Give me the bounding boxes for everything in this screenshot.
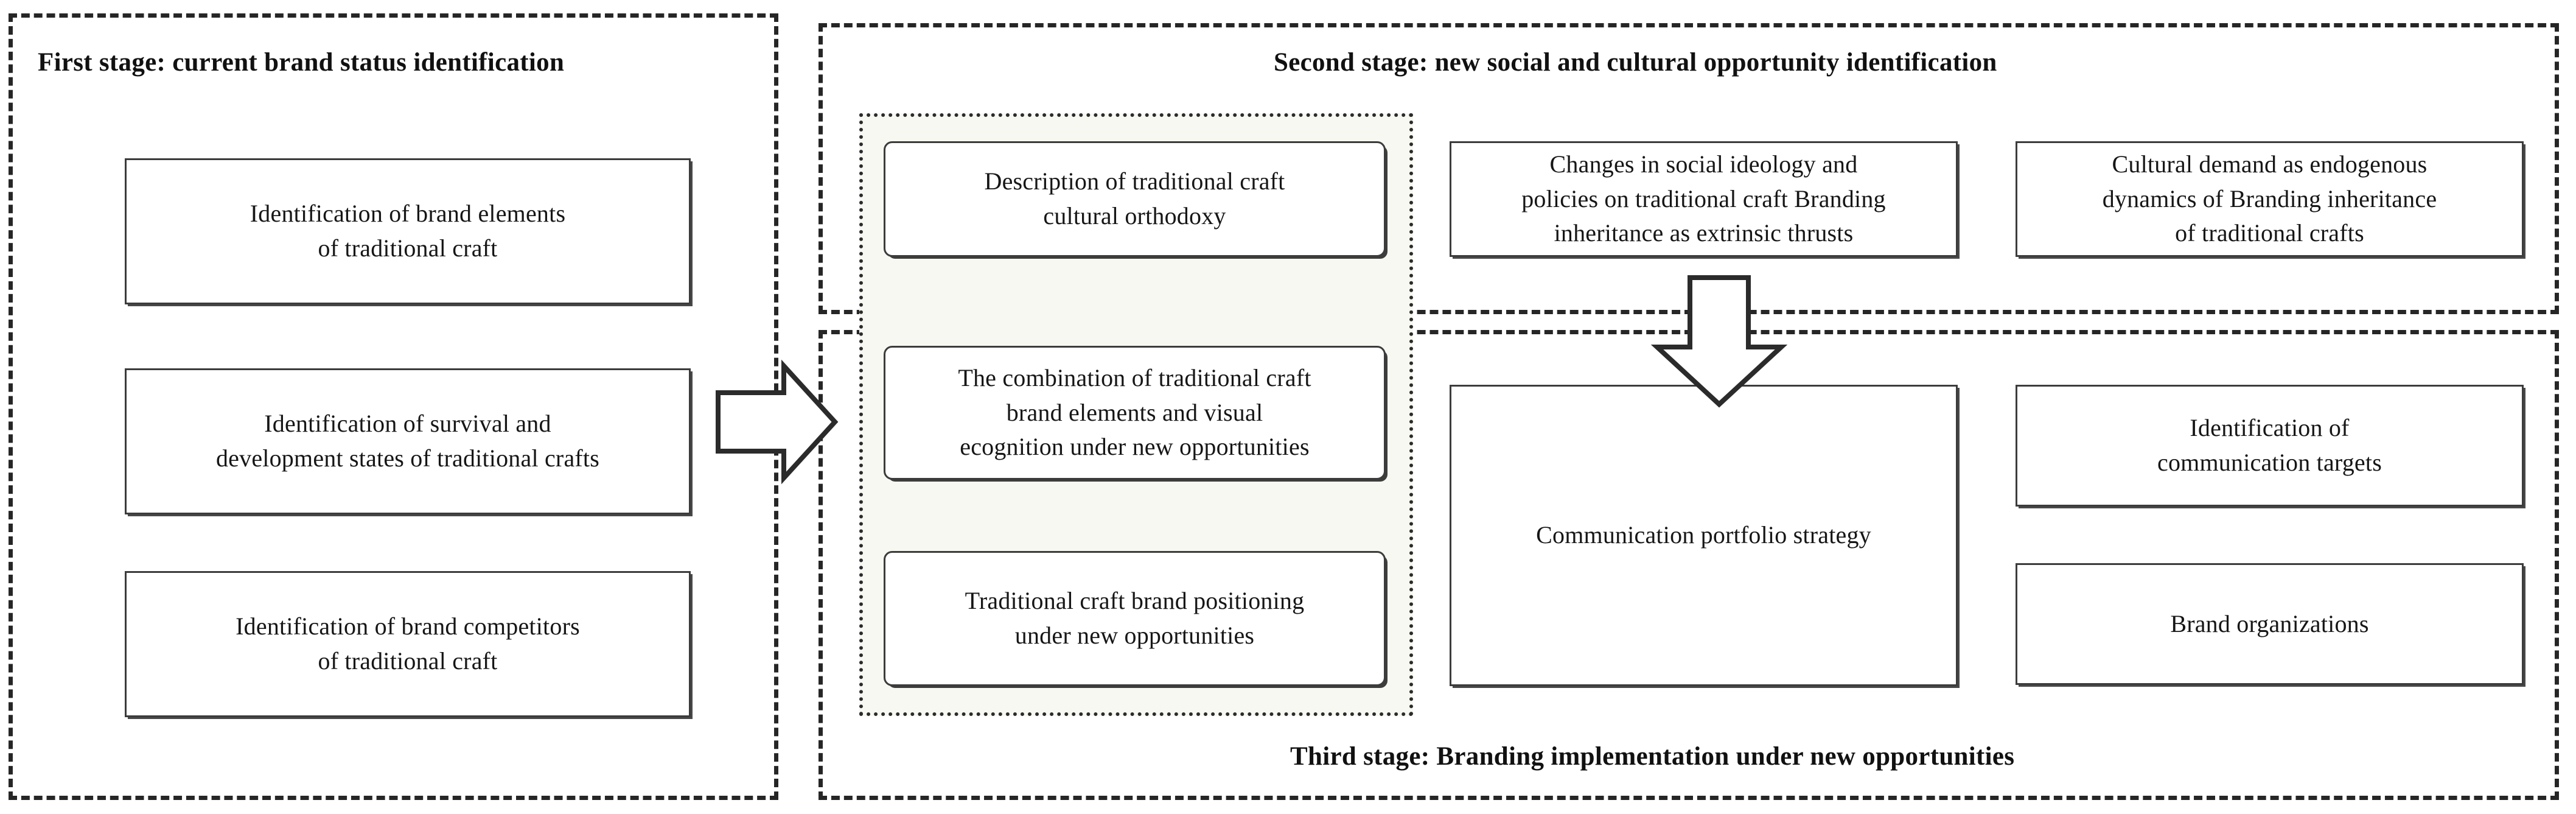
node-cultural-demand[interactable]: Cultural demand as endogenous dynamics o…	[2016, 141, 2524, 257]
node-brand-organizations[interactable]: Brand organizations	[2016, 563, 2524, 685]
node-brand-competitors[interactable]: Identification of brand competitors of t…	[125, 571, 691, 717]
node-brand-elements[interactable]: Identification of brand elements of trad…	[125, 158, 691, 304]
node-label: Identification of communication targets	[2157, 414, 2382, 476]
node-label: Changes in social ideology and policies …	[1521, 150, 1886, 247]
node-communication-targets[interactable]: Identification of communication targets	[2016, 385, 2524, 507]
node-cultural-orthodoxy[interactable]: Description of traditional craft cultura…	[884, 141, 1386, 257]
node-label: Identification of survival and developme…	[215, 410, 599, 472]
node-communication-portfolio[interactable]: Communication portfolio strategy	[1450, 385, 1958, 686]
arrow-stage2-to-stage3-icon	[1650, 275, 1788, 409]
stage-title-third: Third stage: Branding implementation und…	[1290, 742, 2015, 771]
node-label: Description of traditional craft cultura…	[984, 167, 1285, 230]
stage-title-second: Second stage: new social and cultural op…	[1274, 48, 1997, 77]
node-label: Identification of brand elements of trad…	[250, 200, 566, 262]
node-brand-positioning[interactable]: Traditional craft brand positioning unde…	[884, 551, 1386, 686]
node-label: Identification of brand competitors of t…	[236, 612, 580, 675]
arrow-stage1-to-stage2-icon	[716, 359, 839, 485]
node-label: Communication portfolio strategy	[1536, 521, 1871, 549]
node-brand-elements-visual[interactable]: The combination of traditional craft bra…	[884, 346, 1386, 480]
node-label: Brand organizations	[2170, 609, 2369, 637]
node-label: The combination of traditional craft bra…	[958, 363, 1311, 461]
stage-title-first: First stage: current brand status identi…	[38, 48, 565, 77]
node-label: Cultural demand as endogenous dynamics o…	[2102, 150, 2437, 247]
node-label: Traditional craft brand positioning unde…	[965, 587, 1305, 649]
node-survival-development[interactable]: Identification of survival and developme…	[125, 368, 691, 514]
node-social-ideology[interactable]: Changes in social ideology and policies …	[1450, 141, 1958, 257]
